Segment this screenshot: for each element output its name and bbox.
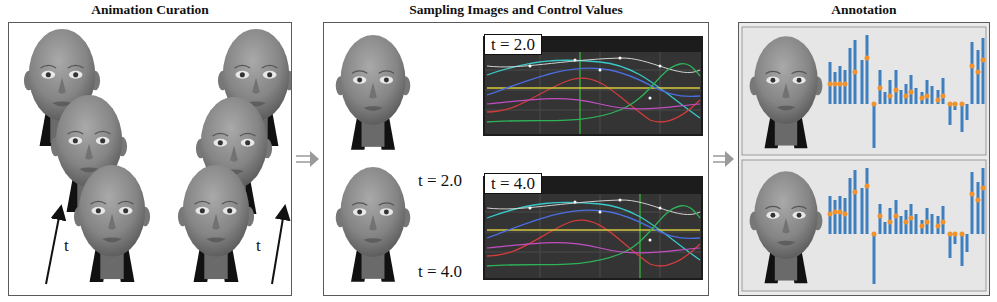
panel-heading: Annotation — [719, 2, 997, 18]
time-symbol: t — [64, 236, 69, 255]
curve-editor — [483, 36, 703, 136]
time-tag: t = 4.0 — [484, 173, 542, 194]
time-arrow — [46, 212, 60, 284]
face — [750, 36, 823, 148]
panel-box: Animation Curation — [8, 22, 292, 296]
control-bars — [830, 35, 983, 284]
time-tag: t = 2.0 — [484, 34, 542, 55]
panel-heading: Animation Curation — [0, 2, 311, 18]
double-arrow — [296, 151, 319, 167]
time-tag-text: t = 2.0 — [491, 35, 535, 54]
panel-box: Annotation — [738, 22, 990, 296]
panel-box: Sampling Images and Control Valuest = 2.… — [323, 22, 709, 296]
time-arrow — [272, 212, 284, 284]
time-label: t = 2.0 — [418, 171, 462, 190]
face — [750, 171, 823, 283]
time-tag-text: t = 4.0 — [491, 174, 535, 193]
panel-heading: Sampling Images and Control Values — [304, 2, 728, 18]
face — [336, 35, 411, 150]
face-stack — [24, 29, 291, 282]
face — [336, 167, 411, 282]
time-symbol: t — [256, 236, 261, 255]
double-arrow — [713, 151, 734, 167]
time-label: t = 4.0 — [418, 262, 462, 281]
